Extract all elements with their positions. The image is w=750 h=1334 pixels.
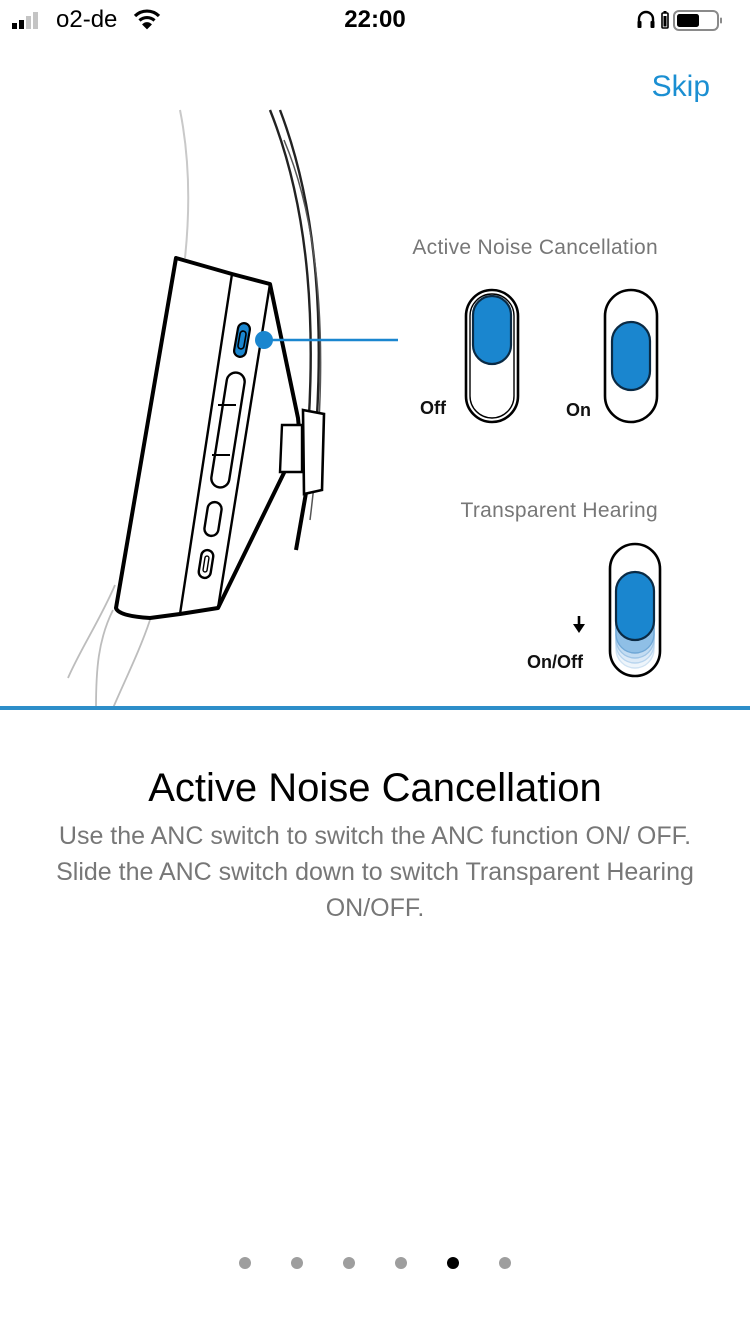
headphone-illustration — [67, 109, 662, 709]
page-dot-4[interactable] — [395, 1257, 407, 1269]
carrier-name: o2-de — [56, 6, 118, 33]
page-title: Active Noise Cancellation — [148, 766, 602, 810]
anc-switch-off — [464, 288, 520, 424]
page-dot-6[interactable] — [499, 1257, 511, 1269]
arrow-down-icon — [573, 616, 585, 633]
divider — [0, 706, 750, 710]
headphones-icon — [637, 10, 655, 28]
signal-icon — [12, 12, 38, 29]
anc-switch-label: Active Noise Cancellation — [412, 236, 658, 259]
battery-small-icon — [661, 11, 669, 29]
page-dot-1[interactable] — [239, 1257, 251, 1269]
transparent-hearing-label: Transparent Hearing — [460, 499, 658, 522]
status-bar: o2-de 22:00 — [0, 0, 750, 40]
battery-icon — [673, 10, 722, 31]
page-description: Use the ANC switch to switch the ANC fun… — [56, 822, 694, 922]
page-dot-2[interactable] — [291, 1257, 303, 1269]
off-label: Off — [420, 398, 446, 418]
on-label: On — [566, 400, 591, 420]
skip-button[interactable]: Skip — [651, 70, 710, 103]
transparent-hearing-switch — [608, 542, 662, 678]
status-time: 22:00 — [344, 6, 406, 33]
page-dot-5[interactable] — [447, 1257, 459, 1269]
status-right-icons — [637, 10, 722, 31]
page-dot-3[interactable] — [343, 1257, 355, 1269]
page-indicator[interactable] — [0, 1257, 750, 1269]
wifi-icon — [133, 9, 161, 30]
anc-switch-on — [603, 288, 659, 424]
on-off-label: On/Off — [527, 652, 583, 672]
